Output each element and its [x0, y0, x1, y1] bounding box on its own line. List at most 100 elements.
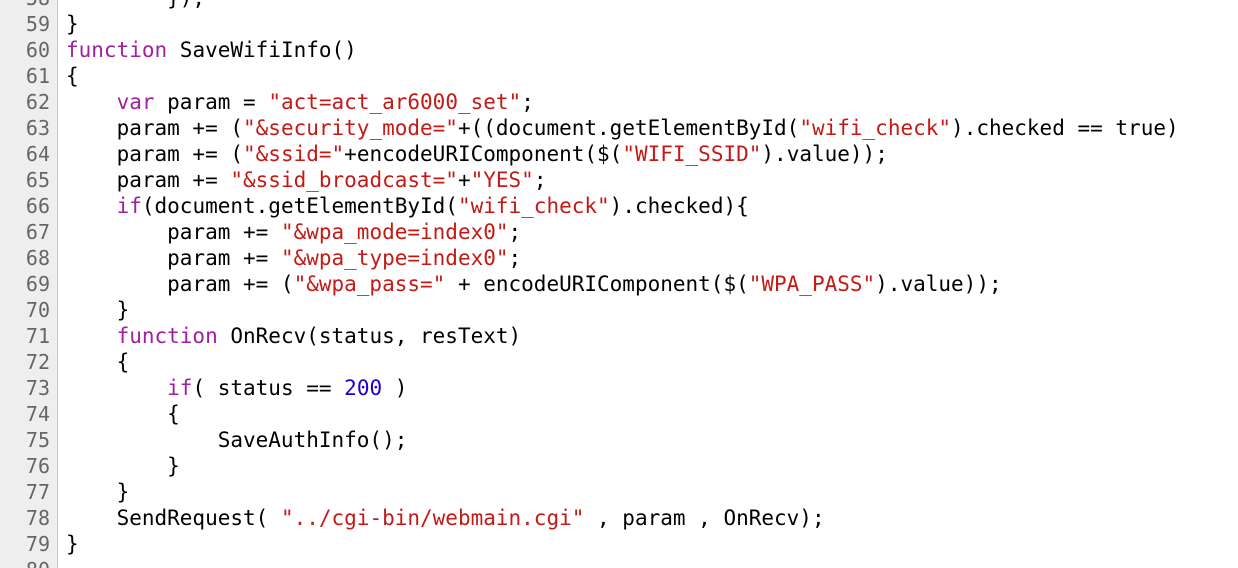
- code-line[interactable]: 77 }: [0, 479, 1238, 505]
- code-token-plain: param +=: [66, 246, 281, 270]
- code-token-keyword: if: [167, 376, 193, 400]
- code-token-plain: ): [382, 376, 408, 400]
- code-token-plain: param += (: [66, 116, 244, 140]
- code-line[interactable]: 69 param += ("&wpa_pass=" + encodeURICom…: [0, 271, 1238, 297]
- code-line[interactable]: 76 }: [0, 453, 1238, 479]
- code-line[interactable]: 60 function SaveWifiInfo(): [0, 37, 1238, 63]
- code-token-string: "&wpa_mode=index0": [280, 220, 509, 244]
- code-text: SaveAuthInfo();: [66, 427, 408, 453]
- code-token-plain: OnRecv(status, resText): [217, 324, 522, 348]
- code-text: function OnRecv(status, resText): [66, 323, 522, 349]
- code-line[interactable]: 61 {: [0, 63, 1238, 89]
- code-token-plain: SaveWifiInfo(): [167, 38, 357, 62]
- line-number: 64: [25, 142, 50, 166]
- line-number-gutter: [0, 0, 58, 568]
- code-token-plain: }: [66, 454, 180, 478]
- code-line[interactable]: 62 var param = "act=act_ar6000_set";: [0, 89, 1238, 115]
- code-token-plain: +encodeURIComponent($(: [344, 142, 623, 166]
- code-text: function SaveWifiInfo(): [66, 37, 357, 63]
- code-token-plain: [66, 324, 117, 348]
- line-number: 73: [25, 376, 50, 400]
- code-line[interactable]: 70 }: [0, 297, 1238, 323]
- code-token-plain: +: [457, 168, 471, 192]
- code-line[interactable]: 71 function OnRecv(status, resText): [0, 323, 1238, 349]
- line-number: 60: [25, 38, 50, 62]
- code-token-plain: ).value));: [761, 142, 888, 166]
- code-token-plain: (document.getElementById(: [141, 194, 458, 218]
- code-token-plain: [66, 194, 117, 218]
- line-number: 61: [25, 64, 50, 88]
- code-text: param += "&wpa_mode=index0";: [66, 219, 521, 245]
- code-line[interactable]: 73 if( status == 200 ): [0, 375, 1238, 401]
- code-token-plain: ).value));: [875, 272, 1002, 296]
- code-token-plain: ;: [508, 220, 522, 244]
- line-number: 77: [25, 480, 50, 504]
- code-line[interactable]: 67 param += "&wpa_mode=index0";: [0, 219, 1238, 245]
- code-text: var param = "act=act_ar6000_set";: [66, 89, 534, 115]
- code-token-plain: [66, 376, 167, 400]
- code-token-plain: param =: [154, 90, 269, 114]
- code-text: }: [66, 531, 79, 557]
- code-line[interactable]: 74 {: [0, 401, 1238, 427]
- line-number: 74: [25, 402, 50, 426]
- code-token-string: "../cgi-bin/webmain.cgi": [280, 506, 585, 530]
- code-text: param += "&wpa_type=index0";: [66, 245, 521, 271]
- line-number: 76: [25, 454, 50, 478]
- code-text: {: [66, 401, 180, 427]
- code-token-plain: {: [66, 350, 130, 374]
- code-token-plain: }: [66, 298, 130, 322]
- line-number: 63: [25, 116, 50, 140]
- code-line[interactable]: 58 });: [0, 0, 1238, 11]
- code-text: SendRequest( "../cgi-bin/webmain.cgi" , …: [66, 505, 825, 531]
- code-line[interactable]: 59}: [0, 11, 1238, 37]
- code-token-keyword: if: [116, 194, 142, 218]
- code-token-string: "&wpa_pass=": [293, 272, 446, 296]
- code-token-plain: ;: [521, 90, 534, 114]
- line-number: 70: [25, 298, 50, 322]
- code-line[interactable]: 80: [0, 557, 1238, 568]
- code-text: }: [66, 297, 130, 323]
- code-line[interactable]: 79}: [0, 531, 1238, 557]
- code-line[interactable]: 64 param += ("&ssid="+encodeURIComponent…: [0, 141, 1238, 167]
- line-number: 65: [25, 168, 50, 192]
- code-token-plain: param +=: [66, 220, 281, 244]
- code-token-plain: }: [66, 532, 79, 556]
- code-token-plain: {: [66, 402, 180, 426]
- code-token-string: "WPA_PASS": [748, 272, 876, 296]
- code-token-plain: +((document.getElementById(: [457, 116, 800, 140]
- code-token-plain: + encodeURIComponent($(: [445, 272, 749, 296]
- code-line[interactable]: 75 SaveAuthInfo();: [0, 427, 1238, 453]
- line-number: 67: [25, 220, 50, 244]
- code-token-string: "&ssid=": [243, 142, 345, 166]
- code-token-plain: ;: [533, 168, 547, 192]
- code-token-plain: [66, 90, 117, 114]
- code-token-number: 200: [344, 376, 383, 400]
- code-token-plain: SaveAuthInfo();: [66, 428, 408, 452]
- code-token-plain: }: [66, 12, 79, 36]
- code-token-string: "&security_mode=": [243, 116, 458, 140]
- line-number: 71: [25, 324, 50, 348]
- code-line[interactable]: 65 param += "&ssid_broadcast="+"YES";: [0, 167, 1238, 193]
- line-number: 58: [0, 0, 50, 11]
- code-line[interactable]: 72 {: [0, 349, 1238, 375]
- code-text: {: [66, 63, 79, 89]
- code-line[interactable]: 78 SendRequest( "../cgi-bin/webmain.cgi"…: [0, 505, 1238, 531]
- code-token-string: "wifi_check": [799, 116, 952, 140]
- code-text: }: [66, 453, 180, 479]
- code-text: });: [66, 0, 205, 11]
- code-token-string: "&ssid_broadcast=": [230, 168, 458, 192]
- code-line[interactable]: 63 param += ("&security_mode="+((documen…: [0, 115, 1238, 141]
- code-token-plain: param += (: [66, 272, 294, 296]
- code-text: param += ("&security_mode="+((document.g…: [66, 115, 1179, 141]
- code-token-plain: param += (: [66, 142, 244, 166]
- code-token-plain: SendRequest(: [66, 506, 281, 530]
- code-line[interactable]: 66 if(document.getElementById("wifi_chec…: [0, 193, 1238, 219]
- code-token-plain: param +=: [66, 168, 231, 192]
- line-number: 62: [25, 90, 50, 114]
- code-line[interactable]: 68 param += "&wpa_type=index0";: [0, 245, 1238, 271]
- code-token-string: "&wpa_type=index0": [280, 246, 509, 270]
- code-token-string: "WIFI_SSID": [622, 142, 762, 166]
- code-text: if(document.getElementById("wifi_check")…: [66, 193, 749, 219]
